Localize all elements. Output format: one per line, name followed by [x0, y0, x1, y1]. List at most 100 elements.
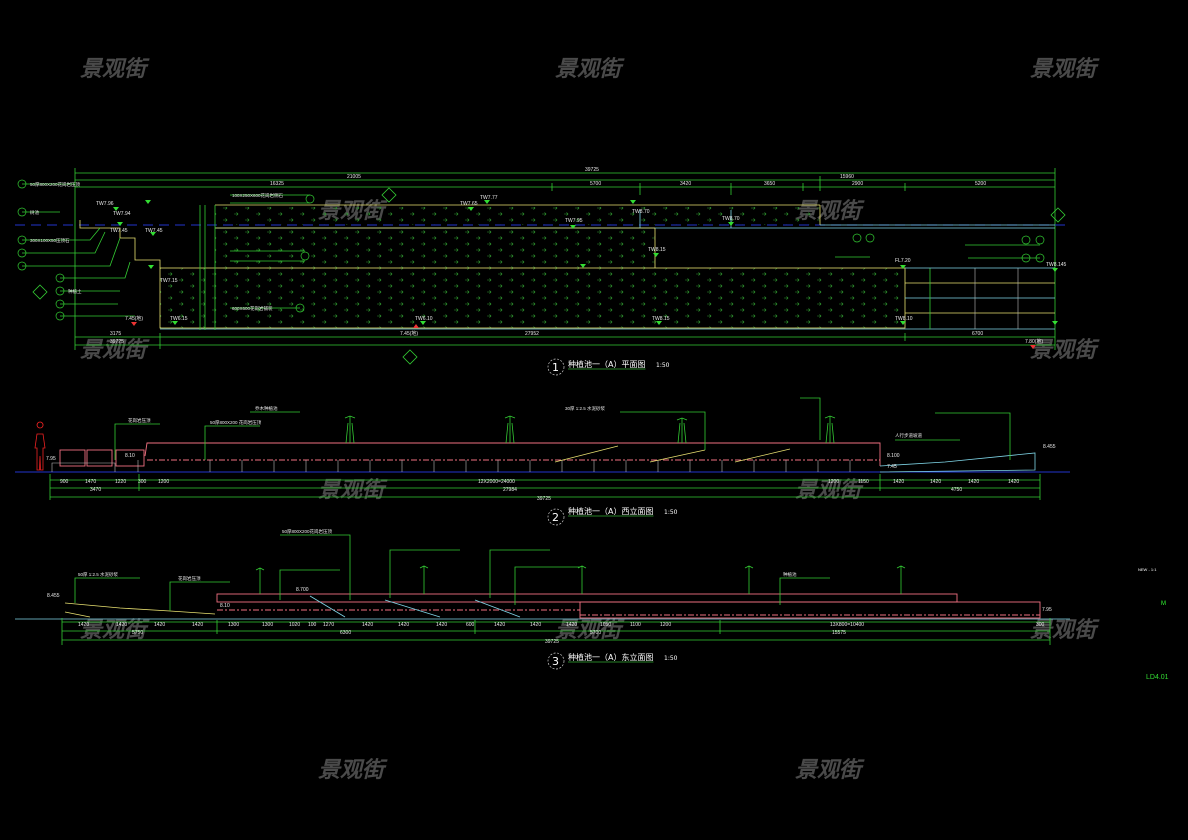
elevation-label: TW8.10 [895, 316, 913, 322]
watermark: 景观街 [1030, 338, 1100, 363]
dim: 6700 [972, 331, 983, 337]
east-number: 3 [552, 655, 559, 668]
west-scale: 1:50 [664, 509, 678, 516]
dim: 900 [60, 479, 69, 485]
callout-label: 树池 [30, 209, 39, 216]
ground-elevation: 7.45(地) [125, 315, 143, 322]
plan-view: 39725 21005 15960 16325 5700 3420 3650 2… [15, 167, 1067, 376]
elevation-label: 8.455 [1043, 444, 1056, 450]
dim: 1420 [436, 622, 447, 628]
dim: 13X800=10400 [830, 622, 864, 628]
dim: 6300 [340, 630, 351, 636]
dim: 1470 [85, 479, 96, 485]
east-scale: 1:50 [664, 655, 678, 662]
elevation-label: 7.95 [1042, 607, 1052, 613]
dim: 4750 [951, 487, 962, 493]
watermark: 景观街 [555, 57, 625, 82]
callout-label: 600X600花岗岩铺装 [232, 305, 273, 312]
dim: 1100 [630, 622, 641, 628]
dim-total: 39725 [585, 167, 599, 173]
elevation-label: TW7.77 [480, 195, 498, 201]
elevation-label: 7.45 [887, 464, 897, 470]
dim: 12X2000=24000 [478, 479, 515, 485]
callout-label: 花岗岩压顶 [178, 575, 201, 582]
dim: 1300 [262, 622, 273, 628]
dim: 1200 [828, 479, 839, 485]
elevation-label: TW8.70 [632, 209, 650, 215]
west-title: 种植池一（A）西立面图 [568, 506, 653, 516]
dim: 600 [466, 622, 475, 628]
elevation-label: TW6.15 [170, 316, 188, 322]
watermark: 景观街 [80, 57, 150, 82]
elevation-label: TW7.95 [565, 218, 583, 224]
dim: 3420 [680, 181, 691, 187]
elevation-label: TW7.96 [96, 201, 114, 207]
dim: 21005 [347, 174, 361, 180]
dim: 1420 [530, 622, 541, 628]
dim: 1420 [494, 622, 505, 628]
dim: 1420 [116, 622, 127, 628]
elevation-label: TW7.94 [113, 211, 131, 217]
dim: 300 [138, 479, 147, 485]
watermark: 景观街 [795, 758, 865, 783]
dim: 27984 [503, 487, 517, 493]
callout-label: 50厚800X200花岗岩压顶 [30, 181, 81, 188]
dim: 300 [1036, 622, 1045, 628]
elevation-label: TW7.45 [145, 228, 163, 234]
dim: 100 [308, 622, 317, 628]
callout-label: 30厚 1:2.5 水泥砂浆 [565, 405, 606, 412]
callout-label: 花岗岩压顶 [128, 417, 151, 424]
plan-number: 1 [552, 361, 559, 374]
dim: 5750 [132, 630, 143, 636]
elevation-label: TW6.10 [415, 316, 433, 322]
dim: 1200 [660, 622, 671, 628]
callout-label: 乔木种植池 [255, 405, 278, 412]
dim: 27952 [525, 331, 539, 337]
ground-elevation: 7.80(地) [1025, 338, 1043, 345]
dim: 1050 [600, 622, 611, 628]
west-elevation: 花岗岩压顶 50厚800X200 花岗岩压顶 乔木种植池 30厚 1:2.5 水… [15, 397, 1070, 526]
dim: 1150 [858, 479, 869, 485]
east-elevation: 50厚 1:2.5 水泥砂浆 花岗岩压顶 50厚800X200花岗岩压顶 种植池… [15, 528, 1070, 670]
dim: 1420 [968, 479, 979, 485]
plan-title: 种植池一（A）平面图 [568, 359, 645, 369]
callout-label: 300X100X50压顶石 [30, 238, 70, 244]
dim: 1220 [115, 479, 126, 485]
dim: 1200 [158, 479, 169, 485]
dim: 3650 [764, 181, 775, 187]
dim: 5200 [975, 181, 986, 187]
elevation-label: TW7.45 [110, 228, 128, 234]
dim: 3470 [90, 487, 101, 493]
watermark: 景观街 [795, 478, 865, 503]
dim: 5700 [590, 630, 601, 636]
callout-label: 50厚 1:2.5 水泥砂浆 [78, 571, 119, 578]
callout-label: 50厚800X200花岗岩压顶 [282, 528, 333, 535]
dim: 39725 [545, 639, 559, 645]
sheet-number: LD4.01 [1146, 674, 1169, 681]
dim: 1020 [289, 622, 300, 628]
dim: 1420 [930, 479, 941, 485]
side-note: NEW - 1:1 [1138, 567, 1157, 572]
dim: 1420 [192, 622, 203, 628]
side-mark: M [1161, 601, 1166, 607]
dim: 5700 [590, 181, 601, 187]
elevation-label: TW8.15 [652, 316, 670, 322]
dim: 1270 [323, 622, 334, 628]
dim: 1420 [154, 622, 165, 628]
elevation-label: TW7.65 [460, 201, 478, 207]
elevation-label: 8.10 [125, 453, 135, 459]
dim: 1420 [78, 622, 89, 628]
elevation-label: TW8.145 [1046, 262, 1067, 268]
callout-label: 种植土 [68, 288, 82, 295]
plan-scale: 1:50 [656, 362, 670, 369]
callout-label: 100X250X600花岗岩侧石 [232, 192, 284, 199]
elevation-label: 8.700 [296, 587, 309, 593]
dim: 16325 [270, 181, 284, 187]
elevation-label: FL7.20 [895, 258, 911, 264]
east-dims-row1: 1420 1420 1420 1420 1300 1300 1020 100 1… [78, 622, 1045, 628]
dim: 39725 [110, 339, 124, 345]
ground-elevation: 7.45(地) [400, 330, 418, 337]
watermark: 景观街 [1030, 57, 1100, 82]
elevation-label: TW8.15 [648, 247, 666, 253]
